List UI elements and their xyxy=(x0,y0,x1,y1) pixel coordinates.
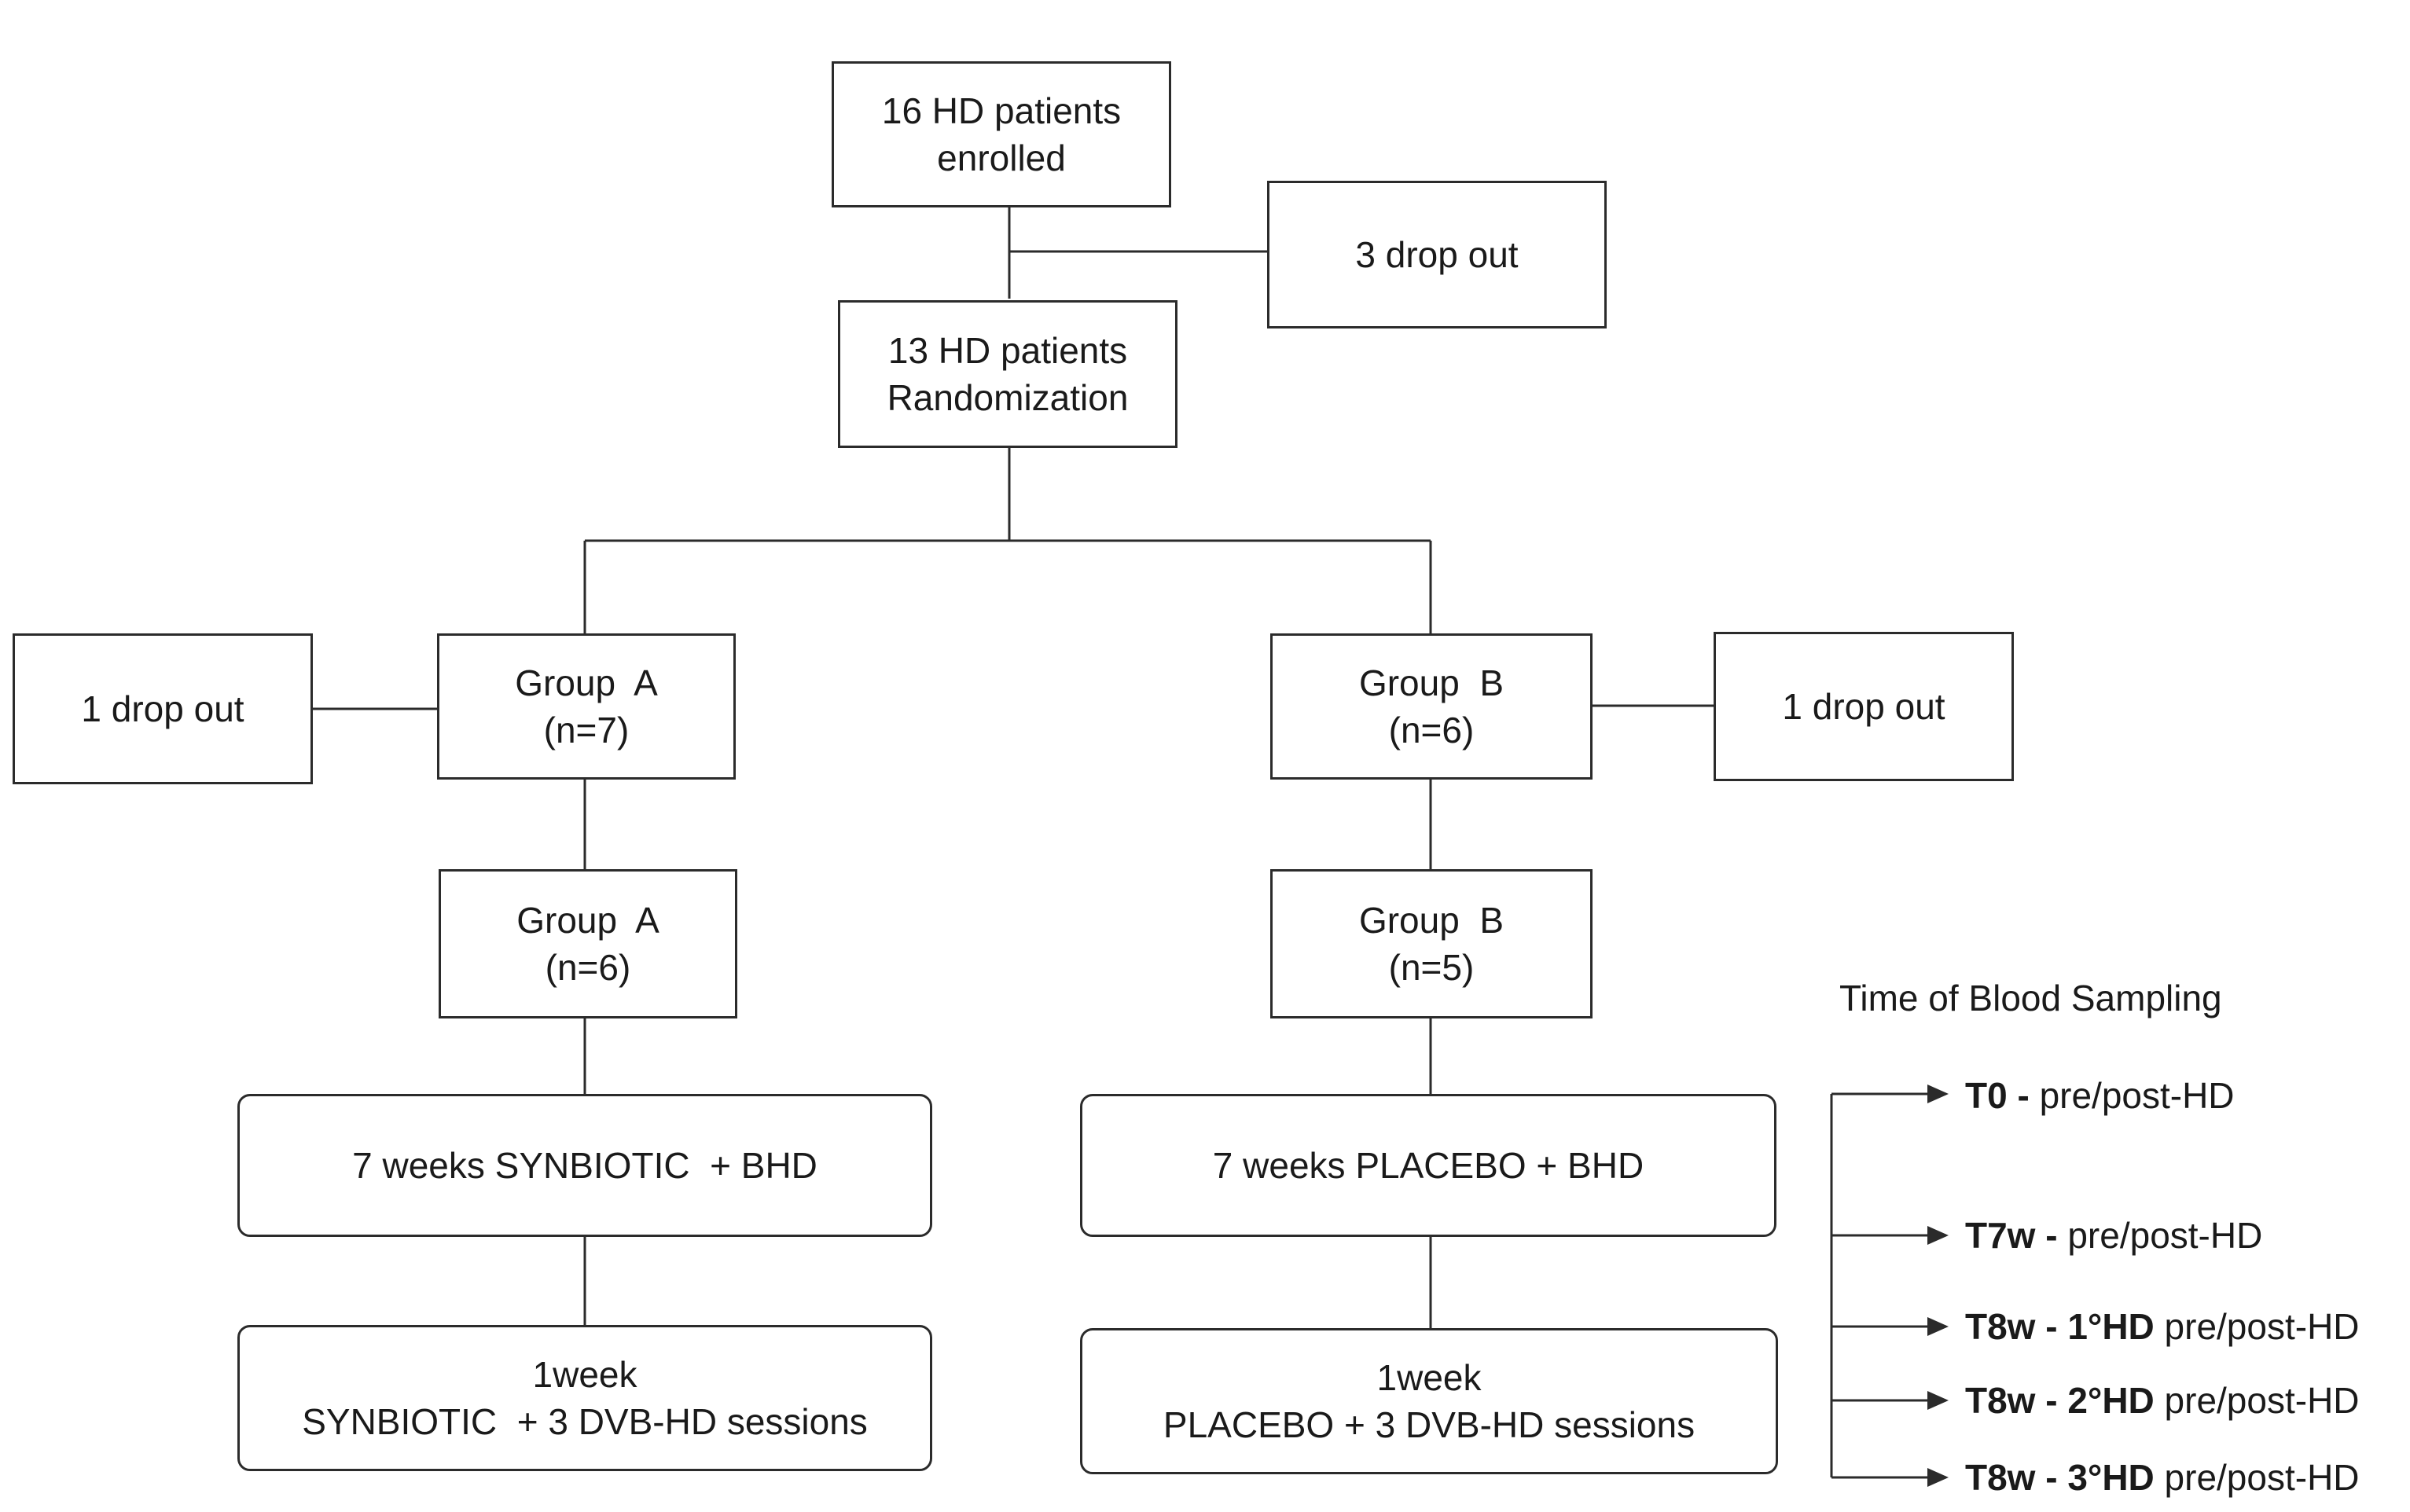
followup-a-line1: 1week xyxy=(532,1354,637,1395)
timepoint-t8w-3-detail: pre/post-HD xyxy=(2154,1457,2360,1498)
followup-a-line2: SYNBIOTIC + 3 DVB-HD sessions xyxy=(302,1401,868,1442)
enrolled-line2: enrolled xyxy=(937,138,1066,178)
drop-out-b-label: 1 drop out xyxy=(1782,686,1945,727)
timepoint-t7w-detail: pre/post-HD xyxy=(2067,1215,2263,1256)
treatment-b-label: 7 weeks PLACEBO + BHD xyxy=(1212,1145,1644,1186)
drop-out-top-label: 3 drop out xyxy=(1355,234,1519,275)
group-b-final-line1: Group B xyxy=(1358,900,1504,941)
timepoint-t7w-code: T7w - xyxy=(1965,1215,2068,1256)
treatment-a-label: 7 weeks SYNBIOTIC + BHD xyxy=(352,1145,817,1186)
treatment-a-box: 7 weeks SYNBIOTIC + BHD xyxy=(237,1094,932,1237)
drop-out-b-box: 1 drop out xyxy=(1714,632,2014,781)
timepoint-t8w-3-code: T8w - 3°HD xyxy=(1965,1457,2155,1498)
timepoint-t8w-3: T8w - 3°HD pre/post-HD xyxy=(1965,1454,2360,1501)
group-a-initial-box: Group A (n=7) xyxy=(437,633,736,780)
randomized-box: 13 HD patients Randomization xyxy=(838,300,1177,448)
timepoint-t8w-1-code: T8w - 1°HD xyxy=(1965,1306,2155,1347)
followup-b-line2: PLACEBO + 3 DVB-HD sessions xyxy=(1163,1404,1695,1445)
followup-a-box: 1week SYNBIOTIC + 3 DVB-HD sessions xyxy=(237,1325,932,1471)
followup-b-line1: 1week xyxy=(1376,1357,1482,1398)
group-a-initial-line2: (n=7) xyxy=(543,710,630,750)
treatment-b-box: 7 weeks PLACEBO + BHD xyxy=(1080,1094,1776,1237)
enrolled-line1: 16 HD patients xyxy=(881,90,1122,131)
sampling-title: Time of Blood Sampling xyxy=(1839,978,2222,1018)
group-b-final-box: Group B (n=5) xyxy=(1270,869,1593,1018)
timepoint-t8w-2-detail: pre/post-HD xyxy=(2154,1380,2360,1421)
group-b-initial-line2: (n=6) xyxy=(1388,710,1475,750)
group-a-final-box: Group A (n=6) xyxy=(439,869,737,1018)
enrolled-box: 16 HD patients enrolled xyxy=(832,61,1171,207)
randomized-line2: Randomization xyxy=(887,377,1129,418)
timepoint-t0-code: T0 - xyxy=(1965,1075,2040,1116)
group-a-initial-line1: Group A xyxy=(515,662,658,703)
timepoint-t0: T0 - pre/post-HD xyxy=(1965,1072,2235,1119)
drop-out-a-box: 1 drop out xyxy=(13,633,313,784)
timepoint-t7w: T7w - pre/post-HD xyxy=(1965,1212,2262,1259)
drop-out-a-label: 1 drop out xyxy=(81,688,244,729)
group-b-initial-line1: Group B xyxy=(1358,662,1504,703)
group-b-final-line2: (n=5) xyxy=(1388,947,1475,988)
randomized-line1: 13 HD patients xyxy=(887,330,1128,371)
group-a-final-line1: Group A xyxy=(516,900,659,941)
group-a-final-line2: (n=6) xyxy=(545,947,631,988)
timepoint-t8w-1-detail: pre/post-HD xyxy=(2154,1306,2360,1347)
timepoint-t0-detail: pre/post-HD xyxy=(2039,1075,2235,1116)
drop-out-top-box: 3 drop out xyxy=(1267,181,1607,328)
timepoint-t8w-1: T8w - 1°HD pre/post-HD xyxy=(1965,1303,2360,1350)
timepoint-t8w-2: T8w - 2°HD pre/post-HD xyxy=(1965,1377,2360,1424)
followup-b-box: 1week PLACEBO + 3 DVB-HD sessions xyxy=(1080,1328,1778,1474)
timepoint-t8w-2-code: T8w - 2°HD xyxy=(1965,1380,2155,1421)
group-b-initial-box: Group B (n=6) xyxy=(1270,633,1593,780)
